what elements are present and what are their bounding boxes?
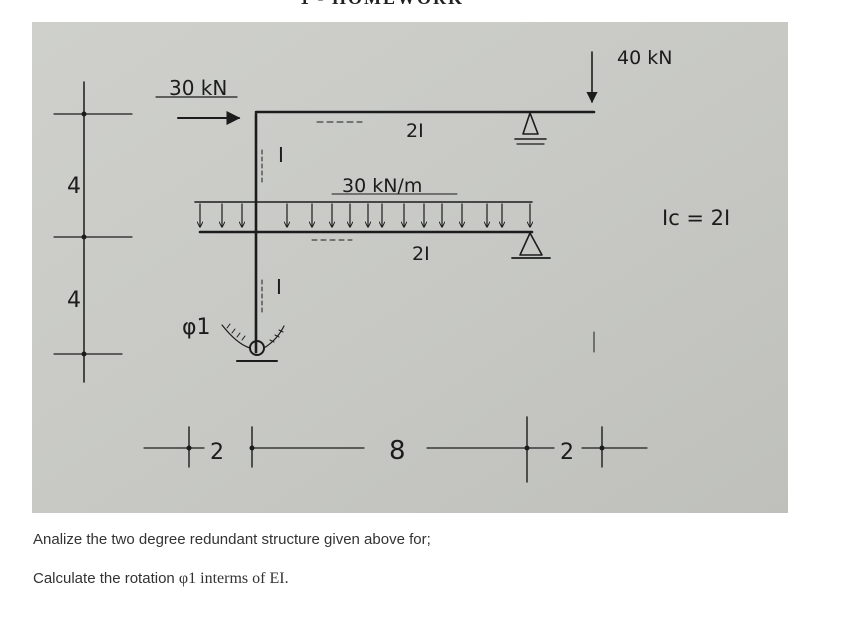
dim-middle: 8 (389, 436, 406, 466)
left-dimension-line (53, 81, 133, 383)
distributed-load-label: 30 kN/m (342, 175, 422, 197)
page-heading-cut: 1 - HOMEWORK (300, 0, 464, 9)
horizontal-load-label: 30 kN (169, 76, 227, 100)
dim-left: 2 (210, 440, 224, 465)
question-prefix: Calculate the rotation (33, 570, 179, 587)
bottom-dimension-line (143, 331, 648, 483)
top-roller-support (514, 112, 547, 145)
rotation-symbol: φ1 (182, 315, 211, 340)
dim-right: 2 (560, 440, 574, 465)
vertical-load-label: 40 kN (617, 47, 672, 69)
dim-vertical-upper: 4 (67, 174, 81, 199)
middle-beam-inertia: 2I (412, 243, 430, 265)
paper-background (32, 22, 788, 513)
bottom-pin-support (221, 323, 285, 362)
distributed-load-arrows (200, 203, 530, 228)
rotation-symbol-text: φ1 (178, 570, 197, 587)
top-beam-inertia: 2I (406, 120, 424, 142)
question-line-2: Calculate the rotation φ1 interms of EI. (33, 570, 289, 588)
structure-photo: 4 4 30 kN I I 2I 40 kN 30 kN/m 2I φ1 (32, 22, 788, 513)
column-upper-inertia: I (278, 143, 284, 167)
dim-vertical-lower: 4 (67, 288, 81, 313)
cantilever-inertia-label: Ic = 2I (662, 206, 730, 230)
question-suffix: interms of EI. (196, 570, 289, 587)
column-lower-inertia: I (276, 275, 282, 299)
question-line-1: Analize the two degree redundant structu… (33, 531, 431, 548)
middle-pin-support (511, 232, 551, 259)
